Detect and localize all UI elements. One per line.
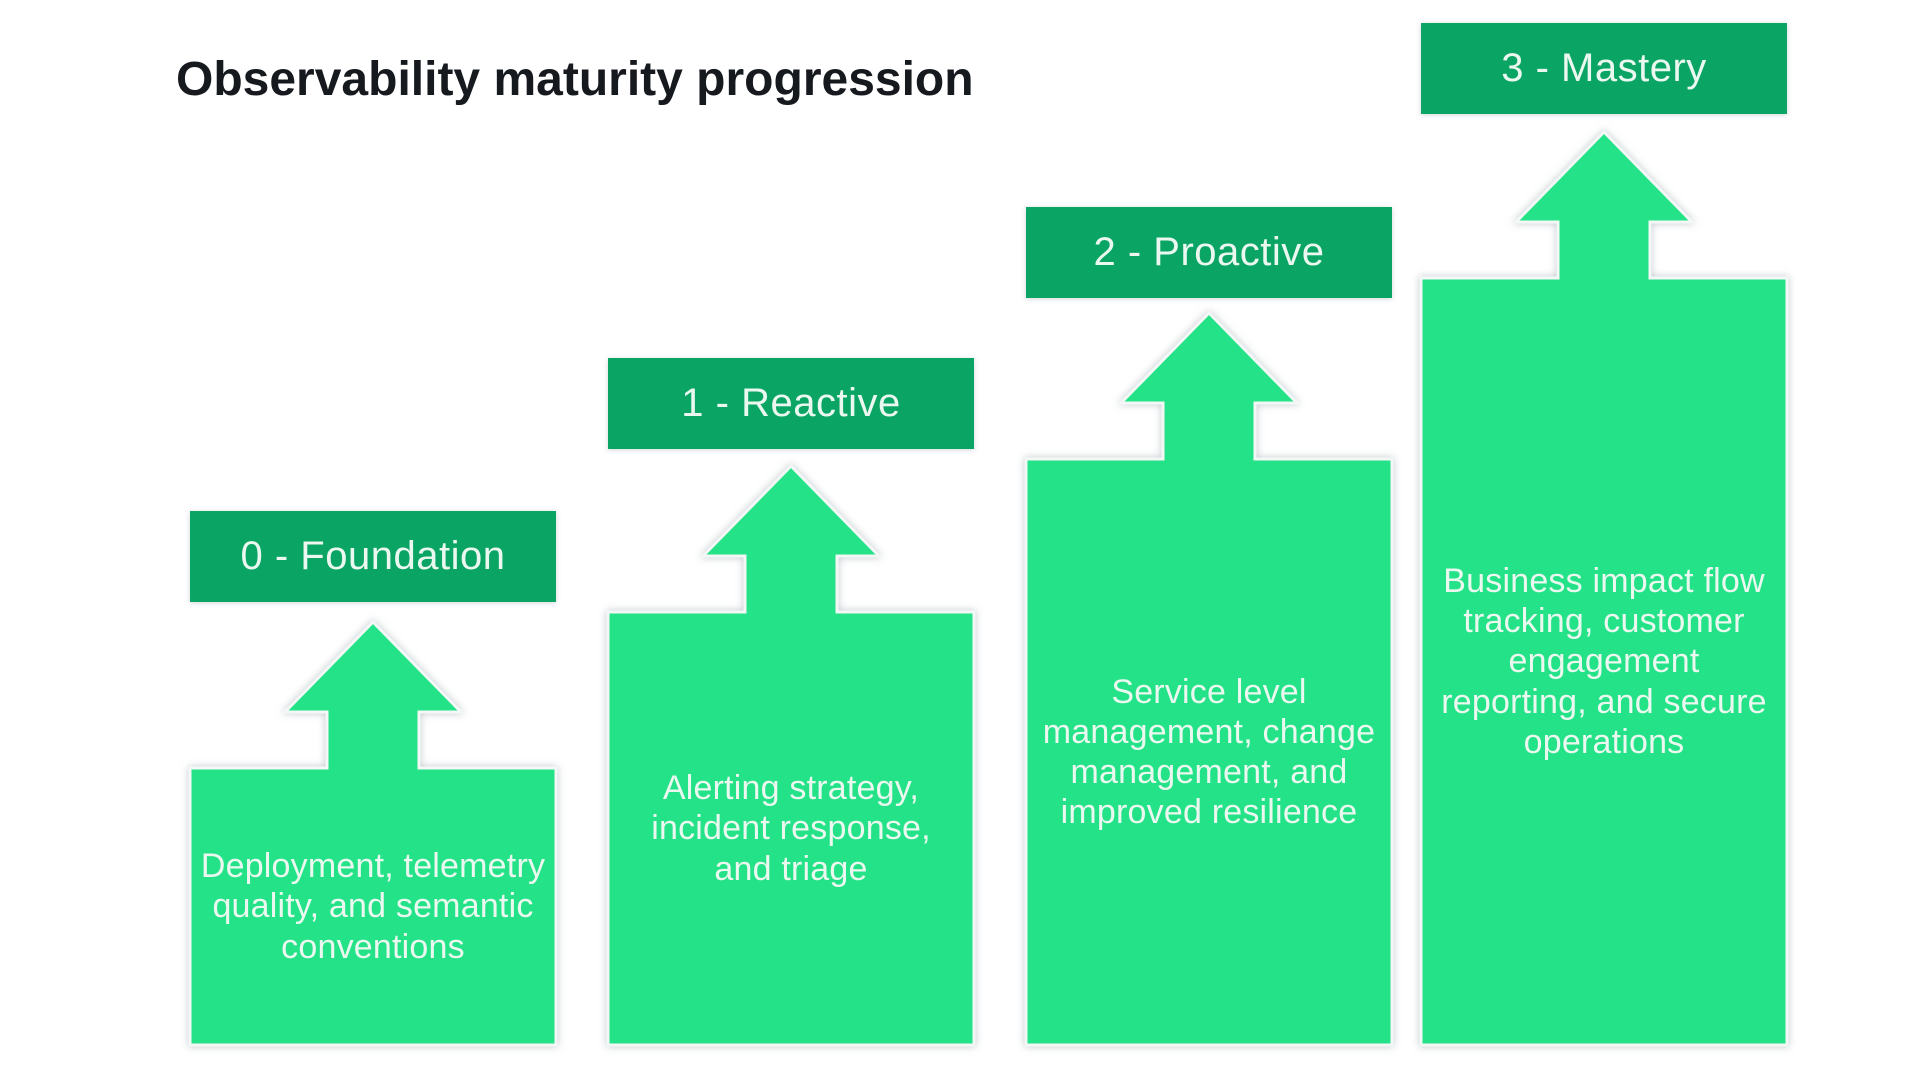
stage-label: 2 - Proactive	[1026, 207, 1392, 298]
stage-description: Business impact flow tracking, customer …	[1441, 562, 1767, 761]
up-arrow-bar-shape	[1419, 129, 1789, 1047]
up-arrow-bar-shape	[188, 619, 558, 1047]
up-arrow-bar-shape	[606, 463, 976, 1047]
stage-label: 3 - Mastery	[1421, 23, 1787, 114]
stage-label: 1 - Reactive	[608, 358, 974, 449]
stage-description: Deployment, telemetry quality, and seman…	[200, 847, 546, 966]
stage-description: Alerting strategy, incident response, an…	[651, 769, 931, 888]
up-arrow-bar-shape	[1024, 310, 1394, 1047]
diagram-title: Observability maturity progression	[176, 53, 974, 106]
stage-label: 0 - Foundation	[190, 511, 556, 602]
stage-description: Service level management, change managem…	[1042, 672, 1376, 832]
